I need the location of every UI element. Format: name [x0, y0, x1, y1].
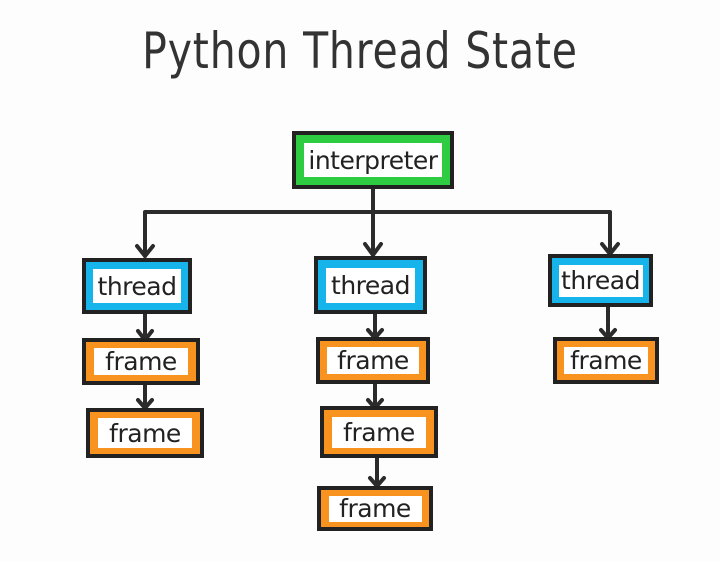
interpreter-node: interpreter — [292, 131, 454, 189]
frame-label: frame — [564, 346, 648, 375]
thread-node-1: thread — [82, 258, 192, 314]
frame-node-2-3: frame — [317, 486, 433, 531]
connector-bus — [143, 210, 612, 258]
thread-label: thread — [558, 264, 643, 297]
thread-node-2: thread — [314, 256, 427, 314]
thread-label: thread — [93, 269, 181, 303]
thread-node-3: thread — [548, 254, 653, 307]
frame-label: frame — [94, 347, 188, 376]
frame-label: frame — [98, 418, 192, 448]
diagram-title: Python Thread State — [142, 22, 578, 80]
thread-label: thread — [326, 267, 415, 303]
interpreter-label: interpreter — [304, 143, 442, 177]
frame-label: frame — [328, 494, 422, 523]
frame-node-2-1: frame — [316, 337, 430, 384]
frame-node-1-1: frame — [82, 338, 200, 385]
frame-label: frame — [332, 416, 426, 448]
frame-node-1-2: frame — [86, 408, 204, 458]
frame-node-3-1: frame — [553, 337, 659, 384]
frame-node-2-2: frame — [320, 406, 438, 458]
frame-label: frame — [327, 346, 419, 375]
